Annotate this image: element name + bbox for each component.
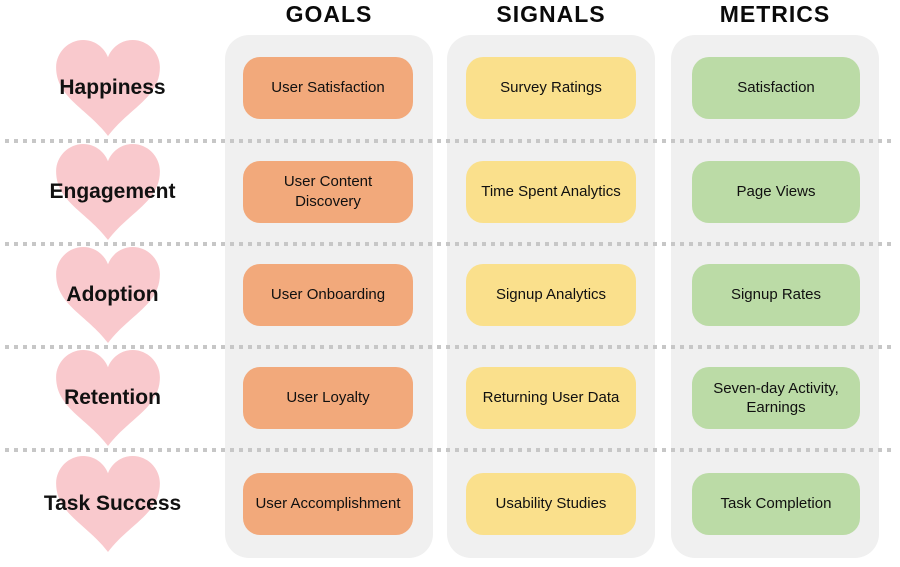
metrics-column-header: METRICS [719, 1, 831, 27]
dimension-cell: Happiness [0, 35, 225, 140]
dimension-label: Retention [64, 386, 161, 409]
framework-row-adoption: Adoption User Onboarding Signup Analytic… [0, 244, 900, 346]
dimension-cell: Retention [0, 347, 225, 449]
framework-row-retention: Retention User Loyalty Returning User Da… [0, 347, 900, 449]
signal-box: Time Spent Analytics [466, 160, 636, 223]
row-separator-dotted-line [5, 242, 896, 246]
framework-row-engagement: Engagement User Content Discovery Time S… [0, 140, 900, 243]
metric-box: Signup Rates [692, 264, 860, 326]
heart-icon [56, 350, 160, 446]
heart-icon [56, 456, 160, 552]
dimension-cell: Adoption [0, 244, 225, 346]
signal-box: Returning User Data [466, 367, 636, 429]
heart-icon [56, 143, 160, 240]
framework-row-task-success: Task Success User Accomplishment Usabili… [0, 450, 900, 558]
heart-icon [56, 247, 160, 343]
goal-box: User Loyalty [243, 367, 413, 429]
row-separator-dotted-line [5, 448, 896, 452]
goal-box: User Content Discovery [243, 160, 413, 223]
dimension-label: Engagement [49, 179, 176, 203]
dimension-label: Task Success [43, 492, 182, 515]
goals-column-header: GOALS [285, 1, 373, 27]
signal-box: Usability Studies [466, 473, 636, 535]
goal-box: User Satisfaction [243, 56, 413, 119]
goal-box: User Onboarding [243, 264, 413, 326]
row-separator-dotted-line [5, 345, 896, 349]
dimension-cell: Task Success [0, 450, 225, 558]
signal-box: Signup Analytics [466, 264, 636, 326]
signals-column-header: SIGNALS [496, 1, 606, 27]
metric-box: Task Completion [692, 473, 860, 535]
framework-row-happiness: Happiness User Satisfaction Survey Ratin… [0, 35, 900, 140]
heart-icon [56, 39, 160, 136]
dimension-label: Happiness [59, 75, 166, 99]
dimension-cell: Engagement [0, 140, 225, 243]
row-separator-dotted-line [5, 139, 896, 143]
metric-box: Page Views [692, 160, 860, 223]
signal-box: Survey Ratings [466, 56, 636, 119]
dimension-label: Adoption [66, 283, 159, 306]
metric-box: Seven-day Activity, Earnings [692, 367, 860, 429]
metric-box: Satisfaction [692, 56, 860, 119]
goal-box: User Accomplishment [243, 473, 413, 535]
